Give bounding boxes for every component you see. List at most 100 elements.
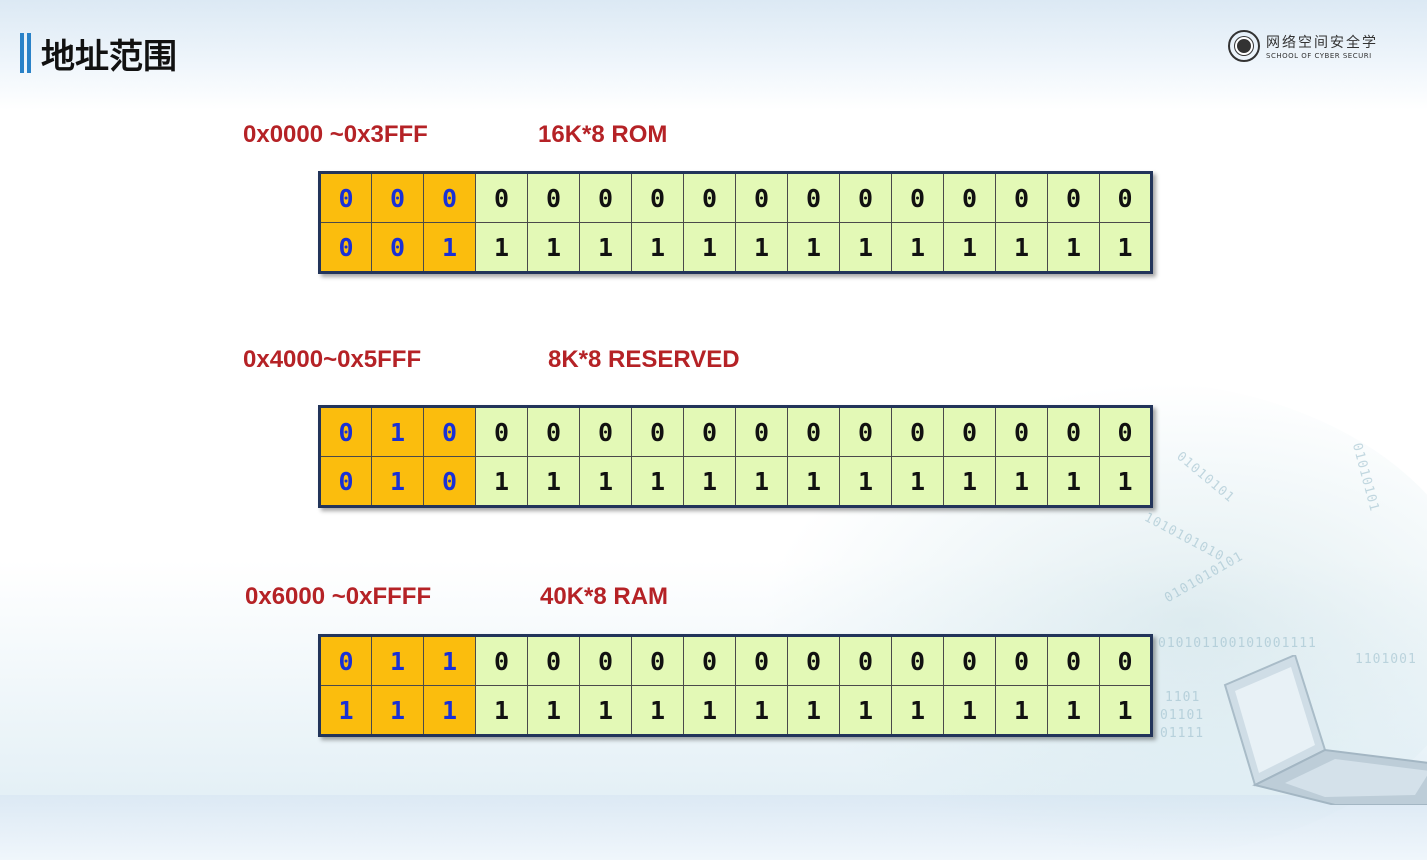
high-bit-cell: 0 [423,172,476,223]
low-bit-cell: 0 [891,172,944,223]
logo-english-text: SCHOOL OF CYBER SECURI [1266,52,1372,60]
low-bit-cell: 0 [683,172,736,223]
high-bit-cell: 0 [319,222,372,273]
low-bit-cell: 1 [995,456,1048,507]
high-bit-cell: 1 [423,222,476,273]
low-bit-cell: 1 [475,222,528,273]
page-title: 地址范围 [41,36,177,77]
low-bit-cell: 1 [787,456,840,507]
low-bit-cell: 0 [995,172,1048,223]
low-bit-cell: 1 [735,222,788,273]
low-bit-cell: 0 [631,635,684,686]
low-bit-cell: 1 [943,456,996,507]
range-label-ram: 0x6000 ~0xFFFF 40K*8 RAM [245,583,668,611]
binary-decoration: 1101001 [1355,652,1417,667]
low-bit-cell: 1 [475,456,528,507]
low-bit-cell: 1 [579,222,632,273]
laptop-illustration [1223,655,1427,805]
low-bit-cell: 1 [527,456,580,507]
low-bit-cell: 1 [683,685,736,736]
high-bit-cell: 0 [423,406,476,457]
low-bit-cell: 1 [995,222,1048,273]
low-bit-cell: 0 [527,172,580,223]
low-bit-cell: 1 [1047,456,1100,507]
memory-description: 8K*8 RESERVED [548,346,740,373]
high-bit-cell: 1 [319,685,372,736]
low-bit-cell: 1 [683,222,736,273]
low-bit-cell: 0 [1047,172,1100,223]
low-bit-cell: 0 [735,635,788,686]
low-bit-cell: 1 [631,456,684,507]
low-bit-cell: 0 [839,172,892,223]
low-bit-cell: 1 [839,685,892,736]
low-bit-cell: 1 [839,456,892,507]
low-bit-cell: 1 [891,685,944,736]
low-bit-cell: 0 [787,406,840,457]
low-bit-cell: 1 [579,685,632,736]
low-bit-cell: 0 [475,635,528,686]
page-header: 地址范围 [20,30,177,77]
address-range: 0x4000~0x5FFF [243,346,422,373]
low-bit-cell: 0 [527,406,580,457]
low-bit-cell: 0 [995,635,1048,686]
memory-description: 40K*8 RAM [540,583,669,610]
high-bit-cell: 1 [371,406,424,457]
low-bit-cell: 0 [683,406,736,457]
low-bit-cell: 1 [943,222,996,273]
low-bit-cell: 0 [787,635,840,686]
low-bit-cell: 1 [995,685,1048,736]
title-accent-bars [20,33,31,73]
low-bit-cell: 1 [1047,685,1100,736]
low-bit-cell: 0 [891,406,944,457]
logo-chinese-text: 网络空间安全学 [1266,35,1378,51]
low-bit-cell: 1 [683,456,736,507]
low-bit-cell: 0 [1099,406,1152,457]
high-bit-cell: 1 [371,635,424,686]
memory-description: 16K*8 ROM [538,121,668,148]
low-bit-cell: 1 [1099,685,1152,736]
low-bit-cell: 1 [735,456,788,507]
low-bit-cell: 1 [631,685,684,736]
low-bit-cell: 0 [527,635,580,686]
low-bit-cell: 1 [891,456,944,507]
low-bit-cell: 1 [787,685,840,736]
low-bit-cell: 0 [995,406,1048,457]
low-bit-cell: 1 [1099,222,1152,273]
high-bit-cell: 0 [319,172,372,223]
low-bit-cell: 0 [787,172,840,223]
low-bit-cell: 0 [839,635,892,686]
low-bit-cell: 0 [475,406,528,457]
high-bit-cell: 0 [371,222,424,273]
address-range: 0x0000 ~0x3FFF [243,121,428,148]
low-bit-cell: 1 [1099,456,1152,507]
high-bit-cell: 1 [423,685,476,736]
high-bit-cell: 0 [371,172,424,223]
low-bit-cell: 0 [579,172,632,223]
low-bit-cell: 1 [1047,222,1100,273]
low-bit-cell: 0 [943,635,996,686]
range-label-rom: 0x0000 ~0x3FFF 16K*8 ROM [243,121,667,149]
low-bit-cell: 1 [943,685,996,736]
high-bit-cell: 0 [319,406,372,457]
binary-decoration: 01111 [1160,726,1205,741]
range-label-reserved: 0x4000~0x5FFF 8K*8 RESERVED [243,346,740,374]
low-bit-cell: 0 [891,635,944,686]
low-bit-cell: 0 [839,406,892,457]
low-bit-cell: 1 [735,685,788,736]
low-bit-cell: 1 [787,222,840,273]
low-bit-cell: 0 [1047,406,1100,457]
low-bit-cell: 1 [475,685,528,736]
low-bit-cell: 1 [631,222,684,273]
low-bit-cell: 1 [891,222,944,273]
high-bit-cell: 1 [371,685,424,736]
low-bit-cell: 0 [735,406,788,457]
low-bit-cell: 0 [943,406,996,457]
